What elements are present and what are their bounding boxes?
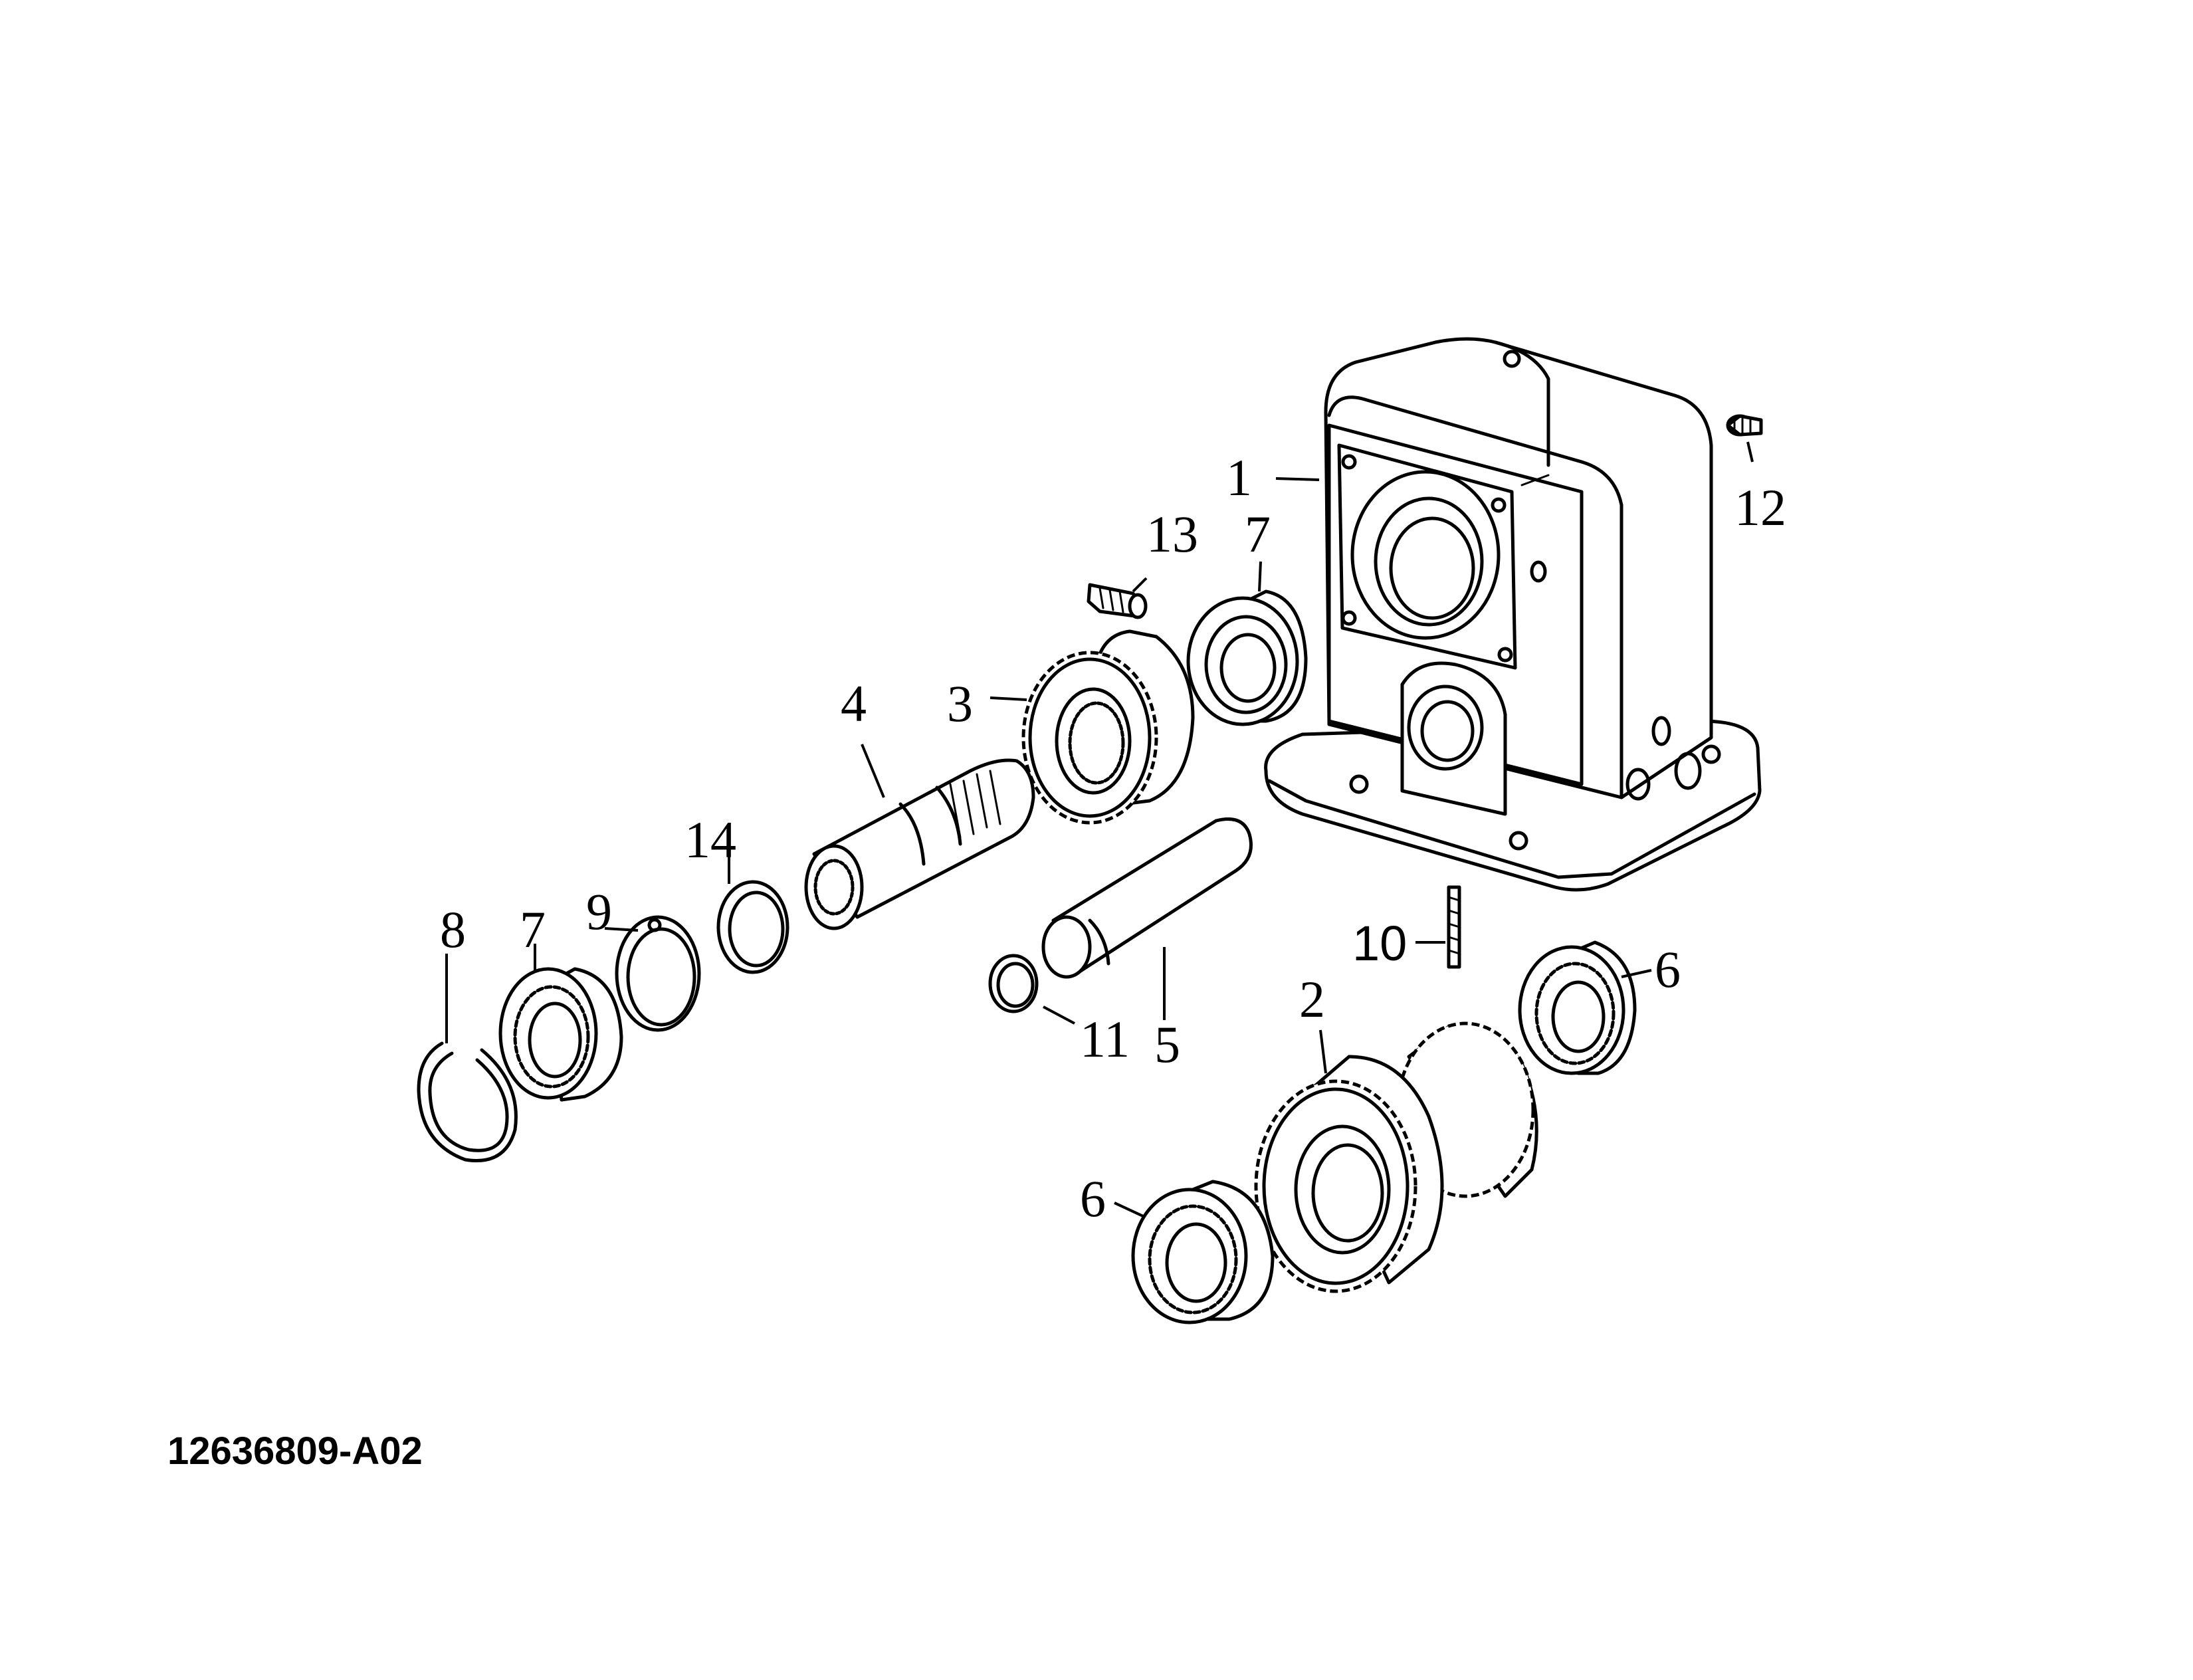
callout-12: 12 [1734,478,1786,536]
callout-labels: 1 12 13 7 3 4 14 8 7 9 10 11 5 2 6 6 [440,449,1786,1227]
pin-shaft-part [1041,817,1253,979]
retaining-ring-part [417,1041,518,1162]
stud-part [1447,885,1461,969]
plug-left-part [1087,583,1148,619]
callout-6-right: 6 [1655,940,1681,998]
cluster-gear-part [1254,1021,1538,1293]
bearing-lower-part [1131,1180,1275,1324]
callout-8: 8 [440,900,466,958]
input-shaft-part [804,758,1035,930]
drawing-reference-code: 12636809-A02 [167,1429,423,1473]
bearing-upper-part [1186,589,1308,726]
leader-lines [445,441,1754,1217]
callout-9: 9 [586,883,612,940]
callout-7-left: 7 [520,900,546,958]
o-ring-part [988,954,1039,1013]
callout-10: 10 [1352,916,1407,971]
callout-4: 4 [841,675,867,732]
spur-gear-part [1021,629,1195,825]
callout-14: 14 [684,811,736,869]
callout-7-upper: 7 [1245,505,1271,563]
bearing-right-part [1518,940,1637,1075]
callout-11: 11 [1080,1010,1130,1068]
bearing-left-part [498,967,623,1102]
callout-6-lower: 6 [1080,1170,1106,1227]
shim-ring-part [716,880,789,974]
callout-3: 3 [947,675,973,732]
plug-right-part [1726,414,1763,437]
callout-2: 2 [1299,970,1325,1028]
housing-part [1264,337,1762,892]
callout-13: 13 [1146,505,1198,563]
snap-ring-part [615,915,701,1032]
callout-1: 1 [1226,449,1252,506]
callout-5: 5 [1154,1015,1180,1073]
